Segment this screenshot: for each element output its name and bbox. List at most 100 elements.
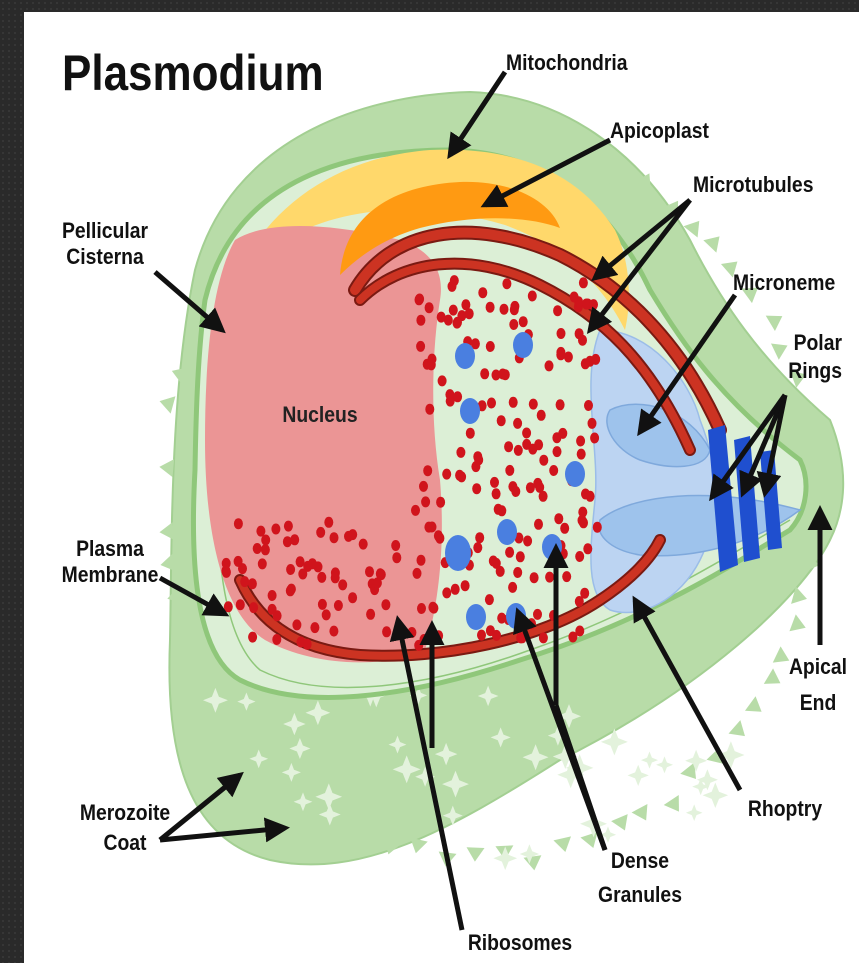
ribosome [593,522,602,533]
ribosome [249,602,258,613]
ribosome [510,304,519,315]
ribosome [485,594,494,605]
ribosome [303,639,312,650]
coat-texture [686,804,703,821]
ribosome [568,632,577,643]
coat-spike [764,668,781,683]
label-mitochondria: Mitochondria [506,50,628,76]
ribosome [449,305,458,316]
ribosome [560,523,569,534]
ribosome [591,354,600,365]
label-polar-rings-line2: Rings [770,358,842,384]
label-merozoite-coat-line1: Merozoite [77,800,174,826]
ribosome [442,587,451,598]
ribosome [576,436,585,447]
coat-spike [766,316,783,331]
ribosome [583,543,592,554]
ribosome [382,626,391,637]
ribosome [590,433,599,444]
ribosome [577,449,586,460]
ribosome [222,567,231,578]
coat-spike [160,396,176,413]
ribosome [487,398,496,409]
ribosome [434,630,443,641]
ribosome [428,522,437,533]
coat-spike [524,855,542,870]
ribosome [539,491,548,502]
dense-granule [497,519,517,545]
ribosome [508,582,517,593]
label-nucleus: Nucleus [272,402,369,428]
ribosome [436,497,445,508]
ribosome [584,400,593,411]
ribosome [421,496,430,507]
ribosome [318,599,327,610]
ribosome [272,634,281,645]
ribosome [556,349,565,360]
ribosome [268,604,277,615]
ribosome [381,599,390,610]
ribosome [492,488,501,499]
ribosome [261,544,270,555]
ribosome [271,524,280,535]
ribosome [509,319,518,330]
ribosome [248,632,257,643]
coat-spike [410,838,428,854]
ribosome [445,389,454,400]
ribosome [477,630,486,641]
ribosome [466,428,475,439]
ribosome [498,369,507,380]
ribosome [376,568,385,579]
label-microtubules: Microtubules [693,172,813,198]
ribosome [437,312,446,323]
ribosome [549,465,558,476]
coat-spike [580,832,597,848]
ribosome [451,584,460,595]
ribosome [505,465,514,476]
ribosome [502,278,511,289]
ribosome [457,471,466,482]
coat-texture [656,756,673,773]
ribosome [286,564,295,575]
ribosome [504,441,513,452]
ribosome [425,404,434,415]
ribosome [553,305,562,316]
ribosome [283,536,292,547]
ribosome [486,341,495,352]
ribosome [324,517,333,528]
coat-texture [628,765,649,786]
dense-granule [455,343,475,369]
ribosome [224,601,233,612]
label-apicoplast: Apicoplast [610,118,709,144]
coat-spike [159,459,174,477]
ribosome [286,585,295,596]
ribosome [513,567,522,578]
label-apical-end-line2: End [783,690,853,716]
diagram-title: Plasmodium [62,44,324,102]
ribosome [581,489,590,500]
ribosome [523,536,532,547]
ribosome [310,622,319,633]
ribosome [366,609,375,620]
ribosome [359,539,368,550]
ribosome [513,418,522,429]
label-plasma-membrane-line2: Membrane [57,562,163,588]
coat-texture [641,752,658,769]
label-dense-granules-line1: Dense [596,848,684,874]
ribosome [562,571,571,582]
ribosome [240,576,249,587]
coat-texture [493,847,517,871]
ribosome [558,428,567,439]
ribosome [533,609,542,620]
ribosome [234,518,243,529]
coat-spike [745,696,762,712]
dense-granule [460,398,480,424]
label-dense-granules-line2: Granules [592,882,689,908]
coat-spike [729,720,745,736]
ribosome [575,551,584,562]
ribosome [528,291,537,302]
ribosome [258,558,267,569]
ribosome [486,625,495,636]
ribosome [417,603,426,614]
label-plasma-membrane-line1: Plasma [62,536,159,562]
